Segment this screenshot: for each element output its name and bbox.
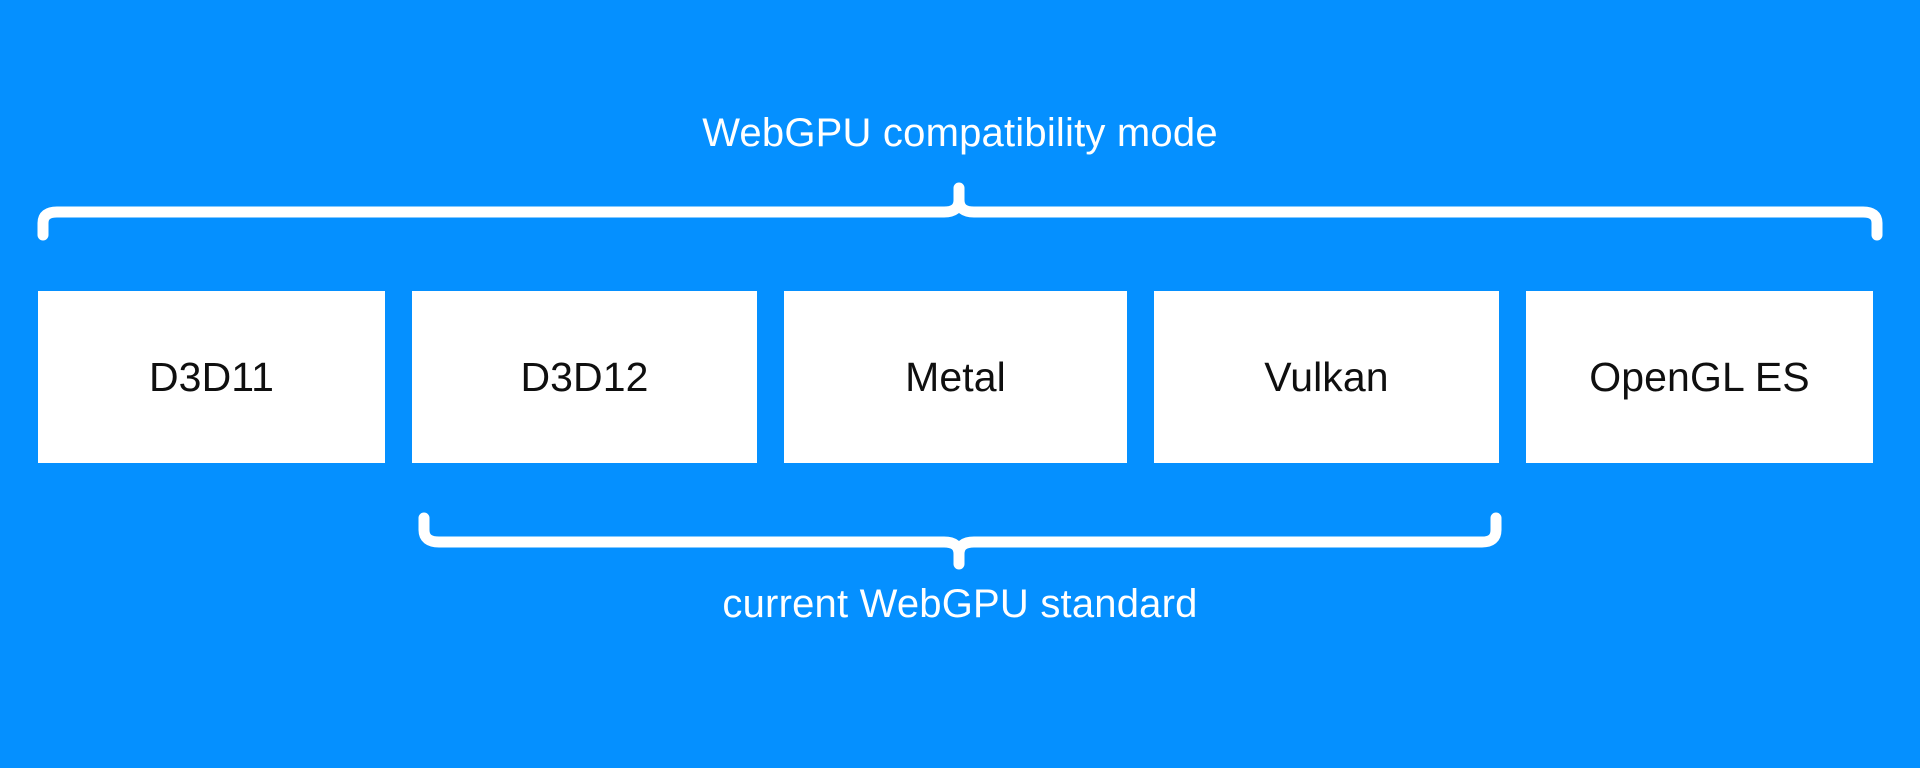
top-brace-label: WebGPU compatibility mode — [702, 111, 1218, 155]
bottom-brace-icon — [418, 512, 1502, 570]
api-box-label: OpenGL ES — [1589, 353, 1810, 400]
api-box-metal[interactable]: Metal — [784, 291, 1127, 463]
bottom-brace-label: current WebGPU standard — [722, 582, 1198, 626]
api-box-d3d11[interactable]: D3D11 — [38, 291, 385, 463]
api-box-row: D3D11 D3D12 Metal Vulkan OpenGL ES — [38, 291, 1882, 463]
api-box-label: D3D11 — [148, 353, 275, 400]
api-box-label: Metal — [905, 353, 1006, 400]
api-box-vulkan[interactable]: Vulkan — [1154, 291, 1499, 463]
api-box-opengl-es[interactable]: OpenGL ES — [1526, 291, 1873, 463]
top-brace-icon — [37, 182, 1883, 241]
api-box-d3d12[interactable]: D3D12 — [412, 291, 757, 463]
api-box-label: Vulkan — [1264, 353, 1389, 400]
api-box-label: D3D12 — [520, 353, 649, 400]
